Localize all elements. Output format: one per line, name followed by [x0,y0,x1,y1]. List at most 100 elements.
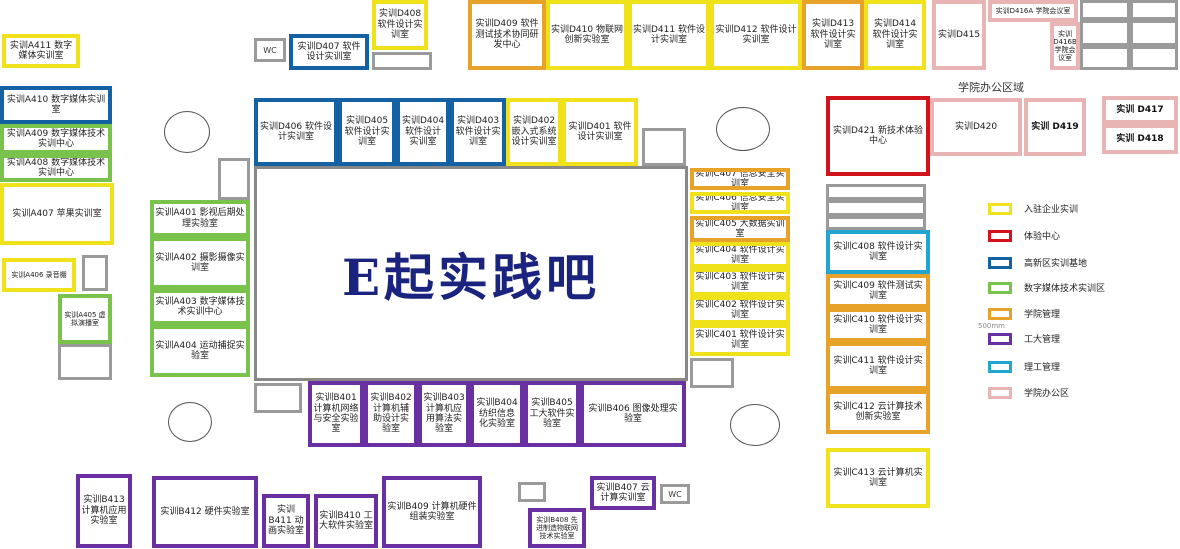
legend-label: 体验中心 [1024,232,1061,242]
room-d417[interactable]: 实训 D417 [1102,96,1178,124]
room-b411[interactable]: 实训B411 动画实验室 [262,494,310,548]
room-label: 实训D421 新技术体验中心 [833,125,923,146]
room-b404[interactable]: 实训B404 纺织信息化实验室 [470,381,524,447]
room-c406[interactable]: 实训C406 信息安全实训室 [690,192,790,214]
room-a407[interactable]: 实训A407 苹果实训室 [0,183,114,245]
wc-room: WC [660,484,690,504]
gray-room [690,358,734,388]
room-label: 实训B411 动画实验室 [267,505,304,537]
room-c402[interactable]: 实训C402 软件设计实训室 [690,296,790,324]
room-d416a[interactable]: 实训D416A 学院会议室 [988,0,1078,22]
room-c401[interactable]: 实训C401 软件设计实训室 [690,324,790,356]
gray-room [1130,46,1178,70]
room-d402[interactable]: 实训D402 嵌入式系统设计实训室 [506,98,562,166]
room-d409[interactable]: 实训D409 软件测试技术协同研发中心 [468,0,546,70]
room-a404[interactable]: 实训A404 运动捕捉实验室 [150,325,250,377]
room-label: 实训B410 工大软件实验室 [319,510,374,531]
legend-item: 体验中心 [988,229,1060,242]
room-b406[interactable]: 实训B406 图像处理实验室 [580,381,686,447]
center-title: E起实践吧 [341,247,601,307]
gray-room [642,128,686,166]
room-d410[interactable]: 实训D410 物联网创新实验室 [546,0,628,70]
room-a410[interactable]: 实训A410 数字媒体实训室 [0,86,112,124]
room-c410[interactable]: 实训C410 软件设计实训室 [826,308,930,342]
room-label: 实训D408 软件设计实训室 [377,9,423,41]
room-d419[interactable]: 实训 D419 [1024,98,1086,156]
legend-swatch [988,256,1012,269]
legend-label: 学院办公区 [1024,389,1070,399]
room-b405[interactable]: 实训B405 工大软件实验室 [524,381,580,447]
gray-room [1130,0,1178,20]
room-d415[interactable]: 实训D415 [932,0,986,70]
room-b413[interactable]: 实训B413 计算机应用实验室 [76,474,132,548]
room-d407[interactable]: 实训D407 软件设计实训室 [289,34,369,70]
legend-item: 高新区实训基地 [988,256,1087,269]
legend-swatch [988,332,1012,345]
room-b412[interactable]: 实训B412 硬件实验室 [152,476,258,548]
room-d406[interactable]: 实训D406 软件设计实训室 [254,98,338,166]
room-a402[interactable]: 实训A402 摄影摄像实训室 [150,237,250,289]
gray-room [518,482,546,502]
legend-item: 学院管理 [988,307,1060,320]
room-a411[interactable]: 实训A411 数字媒体实训室 [2,34,80,68]
room-label: 实训C405 大数据实训室 [695,218,785,239]
gray-room [58,344,112,380]
center-hall: E起实践吧 [254,166,688,381]
room-b408[interactable]: 实训B408 先进制造物联网技术实验室 [528,508,586,548]
pillar-circle [730,404,780,446]
room-b409[interactable]: 实训B409 计算机硬件组装实验室 [382,476,482,548]
room-a401[interactable]: 实训A401 影视后期处理实验室 [150,200,250,237]
room-label: 实训D410 物联网创新实验室 [551,24,623,45]
room-b401[interactable]: 实训B401 计算机网络与安全实验室 [308,381,364,447]
gray-room [1080,20,1130,46]
room-d412[interactable]: 实训D412 软件设计实训室 [710,0,802,70]
room-d411[interactable]: 实训D411 软件设计实训室 [628,0,710,70]
room-c405[interactable]: 实训C405 大数据实训室 [690,216,790,242]
room-d413[interactable]: 实训D413 软件设计实训室 [802,0,864,70]
room-a409[interactable]: 实训A409 数字媒体技术实训中心 [0,124,112,154]
room-label: 实训A407 苹果实训室 [12,208,102,219]
room-c413[interactable]: 实训C413 云计算机实训室 [826,448,930,508]
legend-swatch [988,202,1012,215]
room-d408[interactable]: 实训D408 软件设计实训室 [372,0,428,50]
room-d421[interactable]: 实训D421 新技术体验中心 [826,96,930,176]
legend-label: 入驻企业实训 [1024,205,1079,215]
room-c409[interactable]: 实训C409 软件测试实训室 [826,274,930,308]
room-label: 实训C410 软件设计实训室 [833,314,923,335]
legend-label: 数字媒体技术实训区 [1024,284,1106,294]
room-b402[interactable]: 实训B402 计算机辅助设计实验室 [364,381,418,447]
room-label: 实训D414 软件设计实训室 [872,19,918,51]
room-d414[interactable]: 实训D414 软件设计实训室 [864,0,926,70]
room-c404[interactable]: 实训C404 软件设计实训室 [690,242,790,268]
room-label: 实训A411 数字媒体实训室 [9,40,73,61]
room-d420[interactable]: 实训D420 [930,98,1022,156]
room-b410[interactable]: 实训B410 工大软件实验室 [314,494,378,548]
room-label: 实训A409 数字媒体技术实训中心 [6,128,106,149]
room-a403[interactable]: 实训A403 数字媒体技术实训中心 [150,289,250,325]
room-label: 实训C412 云计算技术创新实验室 [833,401,923,422]
room-a408[interactable]: 实训A408 数字媒体技术实训中心 [0,154,112,182]
room-d401[interactable]: 实训D401 软件设计实训室 [562,98,638,166]
room-c412[interactable]: 实训C412 云计算技术创新实验室 [826,390,930,434]
room-b407[interactable]: 实训B407 云计算实训室 [590,476,656,510]
room-d416b[interactable]: 实训D416B 学院会议室 [1050,22,1080,70]
room-d404[interactable]: 实训D404 软件设计实训室 [396,98,450,166]
room-label: 实训B405 工大软件实验室 [529,398,575,430]
room-d418[interactable]: 实训 D418 [1102,124,1178,154]
room-d405[interactable]: 实训D405 软件设计实训室 [338,98,396,166]
room-a406[interactable]: 实训A406 录音棚 [2,258,76,292]
gray-room [254,383,302,413]
room-c408[interactable]: 实训C408 软件设计实训室 [826,230,930,274]
room-c411[interactable]: 实训C411 软件设计实训室 [826,342,930,390]
room-label: 实训C411 软件设计实训室 [833,355,923,376]
dimension-note: 500mm [978,322,1005,330]
room-c407[interactable]: 实训C407 信息安全实训室 [690,168,790,190]
room-b403[interactable]: 实训B403 计算机应用算法实验室 [418,381,470,447]
room-label: 实训A405 虚拟演播室 [64,310,106,327]
gray-room [1130,20,1178,46]
room-a405[interactable]: 实训A405 虚拟演播室 [58,294,112,344]
room-c403[interactable]: 实训C403 软件设计实训室 [690,268,790,296]
room-d403[interactable]: 实训D403 软件设计实训室 [450,98,506,166]
room-label: 实训A403 数字媒体技术实训中心 [155,296,245,317]
